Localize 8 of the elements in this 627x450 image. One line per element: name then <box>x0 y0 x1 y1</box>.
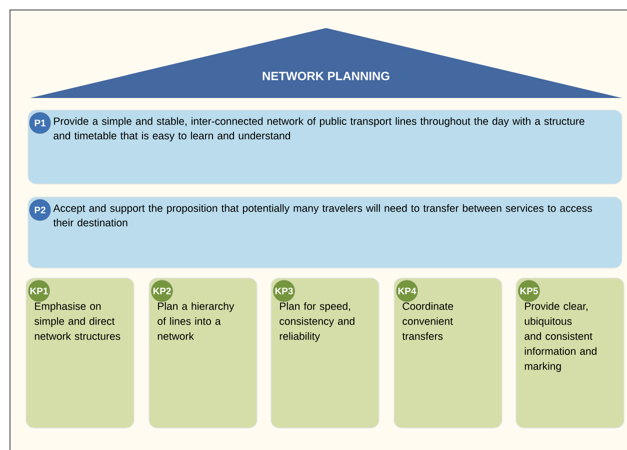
key-principle-box: KP4 Coordinate convenient transfers <box>394 278 502 428</box>
key-principle-box: KP3 Plan for speed, consistency and reliability <box>270 278 380 428</box>
key-principle-box: KP5 Provide clear, ubiquitous and consistent information and marking <box>516 278 624 428</box>
key-principle-box: KP2 Plan a hierarchy of lines into a network <box>148 278 258 428</box>
principle-box: P1 Provide a simple and stable, inter-connected network of public transport lines throughout the day with a structure and timetable that is easy to learn and understand <box>28 110 622 184</box>
key-principle-box: KP1 Emphasise on simple and direct network structures <box>26 278 134 428</box>
roof-triangle: NETWORK PLANNING <box>30 28 622 98</box>
principle-box: P2 Accept and support the proposition that potentially many travelers will need to transfer between services to access their destination <box>28 196 622 268</box>
